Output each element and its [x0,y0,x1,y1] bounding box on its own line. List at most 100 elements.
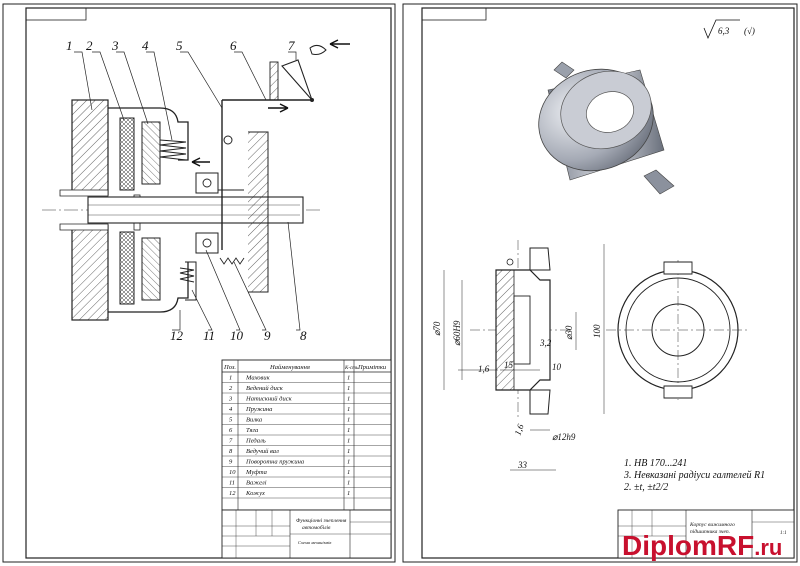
callout-10: 10 [230,328,244,343]
table-cell-qty: 1 [347,375,350,382]
right-title-block: Корпус вижимного підшипника зчеп. 1:1 [617,509,795,559]
clutch-pedal [281,59,313,101]
dim-angle: 3,2 [539,338,552,348]
table-cell-qty: 1 [347,459,350,466]
left-title-line2: автомобілів [302,524,331,531]
table-cell-name: Поворотна пружина [245,459,304,466]
callout-7: 7 [288,38,295,53]
callout-5: 5 [176,38,183,53]
table-cell-name: Кожух [245,490,265,497]
table-cell-qty: 1 [347,490,350,497]
drive-shaft [87,196,304,224]
table-cell-qty: 1 [347,469,350,476]
driven-disc-upper [119,117,135,191]
callout-8: 8 [300,328,307,343]
flywheel-lower [71,224,109,321]
table-cell-qty: 1 [347,396,350,403]
table-cell-qty: 1 [347,385,350,392]
dim-d30: ⌀30 [564,325,574,340]
dim-w16b: 1,6 [512,422,525,436]
leader-lines [74,51,301,331]
right-sheet: 6,3 (√) [402,3,798,563]
right-sheet-scale: 1:1 [780,531,787,536]
callout-11: 11 [203,328,215,343]
callout-12: 12 [170,328,184,343]
release-levers [179,267,195,283]
pedal-force-arrow [329,39,350,49]
clutch-spring [159,139,187,161]
table-cell-name: Тяга [246,427,258,434]
dim-w15: 15 [504,360,514,370]
table-cell-pos: 8 [229,448,233,455]
callout-3: 3 [111,38,119,53]
clutch-housing-lower [108,262,189,313]
return-spring [219,257,245,265]
dim-d12: ⌀12h9 [552,432,576,442]
rod-motion-arrow [268,103,289,113]
dim-d70: ⌀70 [432,321,442,336]
watermark-accent: RF [717,530,754,561]
th-name: Найменування [269,364,310,371]
table-cell-pos: 9 [229,459,233,466]
callout-2: 2 [86,38,93,53]
flywheel-upper [71,99,109,196]
table-cell-name: Натискний диск [245,396,293,403]
table-cell-name: Ведучий вал [246,448,279,455]
callout-4: 4 [142,38,149,53]
table-cell-qty: 1 [347,448,350,455]
table-cell-name: Муфта [245,469,267,476]
table-cell-qty: 1 [347,427,350,434]
roughness-sign [703,19,740,40]
right-title-line2: підшипника зчеп. [690,528,730,535]
table-cell-pos: 10 [229,469,236,476]
watermark-suffix: .ru [754,535,782,560]
table-cell-name: Маховик [245,375,271,382]
dim-w10: 10 [552,362,562,372]
roughness-bracket: (√) [744,26,755,36]
table-cell-name: Педаль [245,438,266,445]
table-cell-qty: 1 [347,417,350,424]
left-sheet-border [2,3,396,563]
right-title-line1: Корпус вижимного [689,522,735,528]
left-title-line1: Функціонні зчеплення [296,518,347,524]
table-cell-qty: 1 [347,480,350,487]
clutch-housing-upper [108,107,189,161]
table-cell-name: Пружина [245,406,272,413]
end-view [606,260,750,400]
roughness-value: 6,3 [718,26,730,36]
table-cell-pos: 2 [229,385,233,392]
right-sheet-border [402,3,798,563]
gearbox-wall [248,131,269,293]
table-cell-name: Вилка [246,417,262,424]
left-subtitle: Схема механізмів [298,540,331,545]
dim-w16a: 1,6 [478,364,490,374]
right-frame [421,7,795,559]
left-frame [25,7,392,559]
th-pos: Поз. [223,364,236,371]
driven-disc-lower [119,231,135,305]
watermark-prefix: Diplom [622,530,717,561]
table-cell-name: Ведений диск [246,385,284,392]
dim-d60: ⌀60H9 [452,320,462,346]
table-cell-pos: 12 [229,490,236,497]
th-note: Примітки [357,364,387,371]
callout-6: 6 [230,38,237,53]
table-cell-pos: 5 [229,417,233,424]
left-title-block: Функціонні зчеплення автомобілів Схема м… [221,509,392,559]
table-cell-pos: 4 [229,406,233,413]
dimension-lines [443,244,605,471]
table-cell-pos: 11 [229,480,235,487]
svg-text:DiplomRF.ru: DiplomRF.ru [622,530,782,561]
table-cell-pos: 3 [228,396,233,403]
callout-9: 9 [264,328,271,343]
table-cell-qty: 1 [347,406,350,413]
dim-h100: 100 [592,324,602,338]
tech-note-2: 3. Невказані радіуси галтелей R1 [623,470,765,481]
sleeve-motion-arrow [191,157,210,167]
table-cell-pos: 1 [229,375,232,382]
th-qty: К-сть [344,366,359,371]
watermark-logo: DiplomRF.ru [622,530,782,561]
